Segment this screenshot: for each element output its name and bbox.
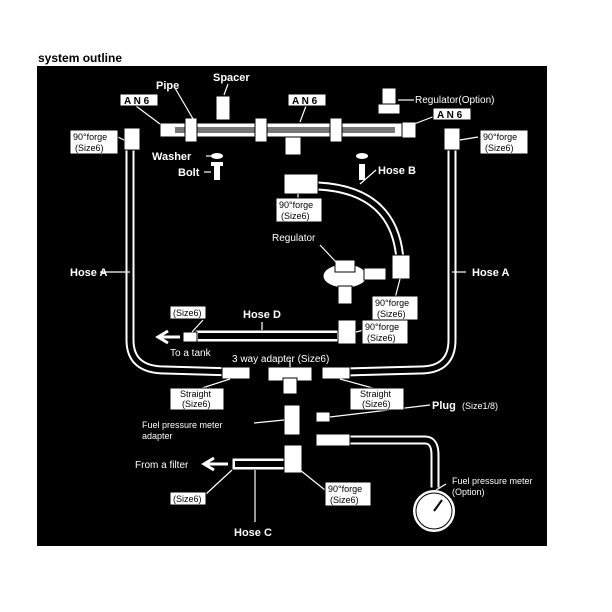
label-regulator: Regulator xyxy=(272,233,316,244)
forge-fitting-right xyxy=(443,127,461,151)
label-straight-left-1: Straight xyxy=(180,389,212,399)
rail-end-right xyxy=(401,121,417,139)
straight-fitting-left xyxy=(221,366,251,380)
forge-fitting-left xyxy=(123,127,141,151)
label-to-tank: To a tank xyxy=(170,348,212,359)
label-forge-reg-2: (Size6) xyxy=(377,309,406,319)
forge-fitting-d xyxy=(337,319,357,345)
label-straight-left-2: (Size6) xyxy=(182,399,211,409)
hose-d xyxy=(194,329,341,343)
forge-badge-d xyxy=(361,319,409,345)
forge-fitting-mid xyxy=(283,173,319,195)
label-forge-right-1: 90°forge xyxy=(483,132,517,142)
label-straight-right-1: Straight xyxy=(360,389,392,399)
label-forge-c-1: 90°forge xyxy=(328,484,362,494)
label-forge-mid-1: 90°forge xyxy=(279,200,313,210)
hose-a-right xyxy=(340,145,457,377)
label-pipe: Pipe xyxy=(156,80,179,92)
label-plug-size: (Size1/8) xyxy=(462,401,498,411)
fuel-pressure-gauge xyxy=(411,487,457,534)
washer-part xyxy=(211,153,223,159)
label-forge-right-2: (Size6) xyxy=(485,143,514,153)
label-hose-b: Hose B xyxy=(378,165,416,177)
label-forge-d-2: (Size6) xyxy=(367,333,396,343)
label-hose-a-left: Hose A xyxy=(70,267,108,279)
leader-lines xyxy=(100,83,479,522)
label-fpm-adapter-2: adapter xyxy=(142,431,173,441)
forge-fitting-reg xyxy=(391,254,411,280)
forge-badge-mid xyxy=(275,197,323,223)
an6-badge-right xyxy=(432,107,472,121)
fuel-rail-pipe xyxy=(159,117,411,156)
forge-fitting-c xyxy=(283,444,303,474)
label-hose-a-right: Hose A xyxy=(472,267,510,279)
to-tank-arrow xyxy=(155,329,180,345)
spacer-part xyxy=(215,95,231,121)
hose-d-end-fitting xyxy=(182,331,198,343)
an6-badge-left xyxy=(119,93,159,107)
page-title: system outline xyxy=(38,51,123,65)
washer-part-right xyxy=(356,153,368,159)
an6-badge-mid xyxy=(287,93,327,107)
label-bolt: Bolt xyxy=(178,167,200,179)
label-forge-mid-2: (Size6) xyxy=(281,211,310,221)
bolt-part-right xyxy=(359,164,365,180)
label-straight-right-2: (Size6) xyxy=(362,399,391,409)
label-forge-d-1: 90°forge xyxy=(365,322,399,332)
size6-badge-c xyxy=(169,491,207,506)
straight-badge-right xyxy=(349,387,405,411)
label-three-way: 3 way adapter (Size6) xyxy=(232,354,329,365)
forge-badge-c xyxy=(324,481,372,507)
option-regulator-part xyxy=(377,87,401,115)
label-forge-c-2: (Size6) xyxy=(330,495,359,505)
straight-fitting-right xyxy=(321,366,351,380)
regulator-part xyxy=(322,259,387,305)
label-forge-reg-1: 90°forge xyxy=(375,298,409,308)
label-an6-right: A N 6 xyxy=(437,110,463,121)
label-from-filter: From a filter xyxy=(135,460,189,471)
label-fpm-adapter-1: Fuel pressure meter xyxy=(142,420,223,430)
three-way-adapter-part xyxy=(267,366,313,395)
label-forge-left-1: 90°forge xyxy=(73,132,107,142)
hose-b xyxy=(313,181,405,265)
hose-c xyxy=(231,457,288,471)
label-an6-left: A N 6 xyxy=(124,96,150,107)
meter-adapter-part xyxy=(283,404,301,436)
label-spacer: Spacer xyxy=(213,72,250,84)
label-regulator-option: Regulator(Option) xyxy=(415,95,494,106)
label-hose-c: Hose C xyxy=(234,527,272,539)
meter-hose xyxy=(345,435,440,495)
label-forge-left-2: (Size6) xyxy=(75,143,104,153)
label-washer: Washer xyxy=(152,151,192,163)
label-fpm-1: Fuel pressure meter xyxy=(452,476,533,486)
forge-badge-left xyxy=(69,129,119,155)
straight-badge-left xyxy=(169,387,225,411)
label-size6-c: (Size6) xyxy=(173,494,202,504)
plug-part xyxy=(315,411,331,423)
label-fpm-2: (Option) xyxy=(452,487,485,497)
meter-hose-fitting xyxy=(315,433,351,447)
label-plug: Plug xyxy=(432,400,456,412)
bolt-part xyxy=(211,162,223,180)
label-size6-d: (Size6) xyxy=(173,308,202,318)
size6-badge-d xyxy=(169,305,207,320)
label-hose-d: Hose D xyxy=(243,309,281,321)
from-filter-arrow xyxy=(201,456,228,472)
label-an6-mid: A N 6 xyxy=(292,96,318,107)
hose-a-left xyxy=(125,145,240,377)
forge-badge-right xyxy=(479,129,529,155)
